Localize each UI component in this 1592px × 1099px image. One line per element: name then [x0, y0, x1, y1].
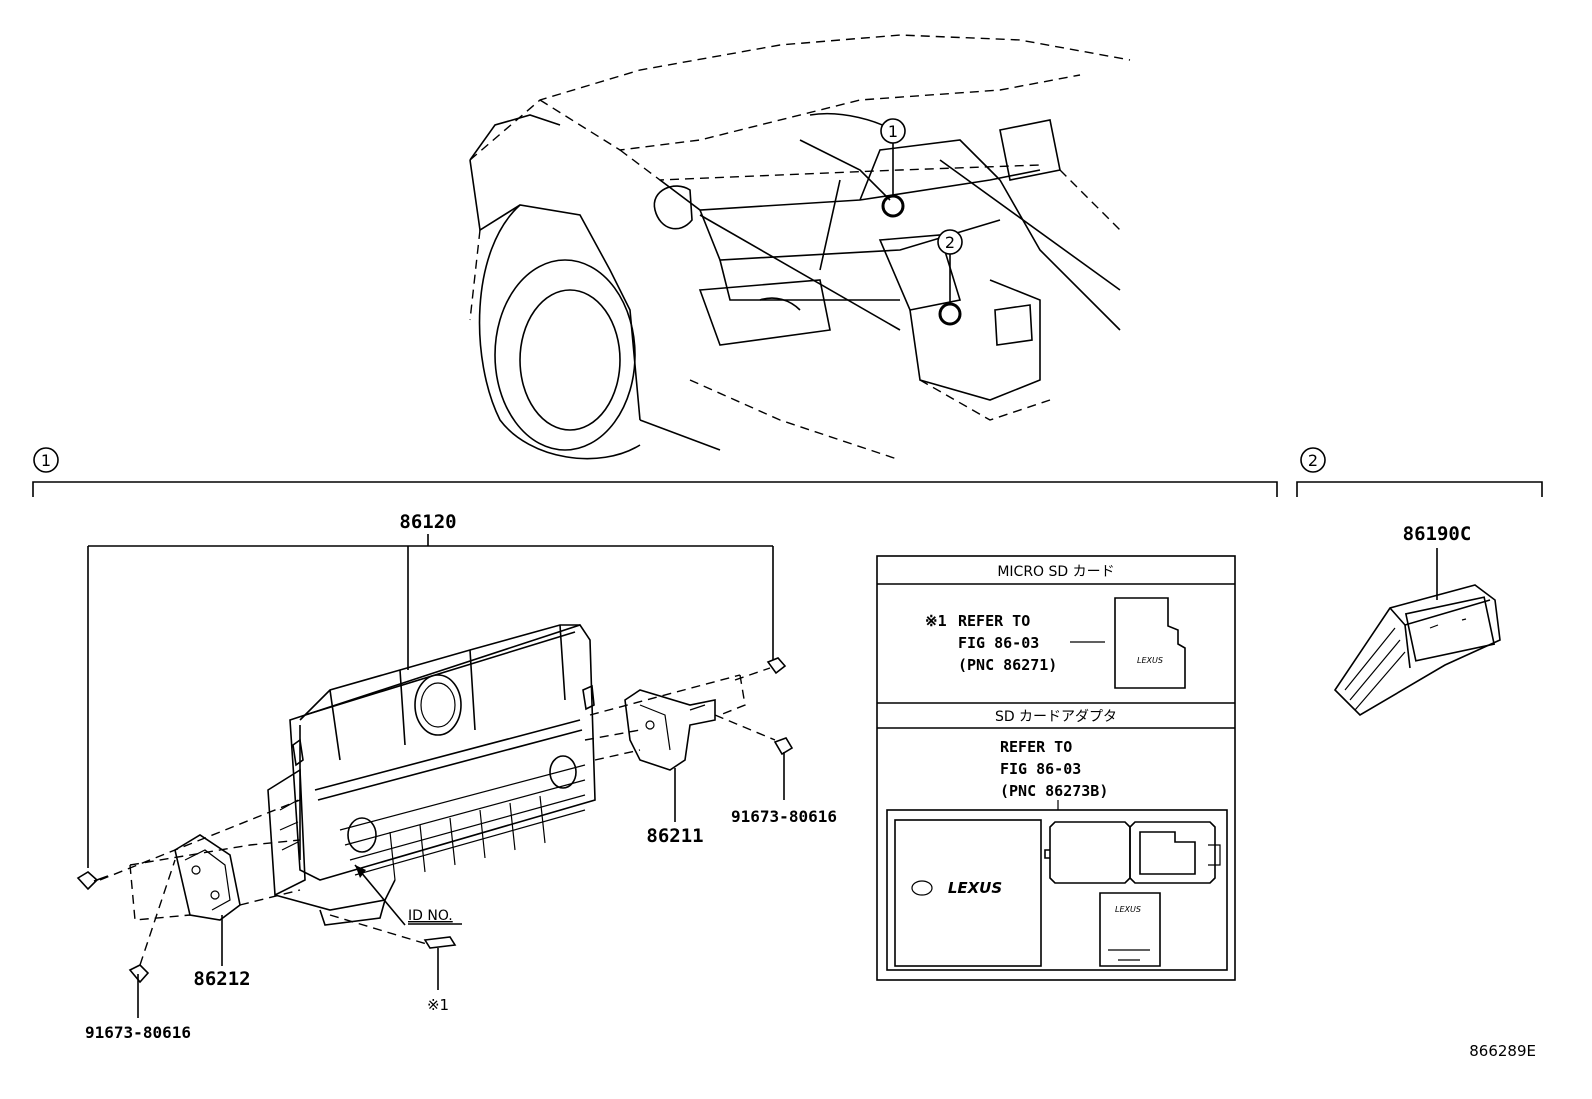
micro-sd-ref-line2: FIG 86-03 — [958, 634, 1039, 652]
lexus-package-icon — [894, 819, 1042, 967]
section-1-label: 1 — [41, 451, 51, 470]
id-no-label: ID NO. — [408, 908, 453, 924]
diagram-id: 866289E — [1469, 1042, 1536, 1060]
screw-lower-left-illustration — [128, 964, 150, 1018]
sd-adapter-title: SD カードアダプタ — [995, 709, 1117, 725]
screw-left-illustration — [76, 871, 109, 891]
vehicle-interior-illustration — [469, 34, 1131, 461]
section-2-label: 2 — [1308, 451, 1318, 470]
assembly-dashed-lines — [99, 667, 776, 966]
micro-sd-card-icon — [1114, 597, 1186, 689]
screw-right-illustration — [773, 737, 794, 800]
case-right-icon — [1129, 821, 1216, 884]
head-unit-illustration — [267, 624, 596, 926]
sd-adapter-ref-line1: REFER TO — [1000, 738, 1072, 756]
sd-adapter-ref-line2: FIG 86-03 — [1000, 760, 1081, 778]
part-number-86190C: 86190C — [1403, 523, 1472, 545]
section-2-bracket: 2 — [1296, 447, 1543, 497]
screw-upper-right-illustration — [766, 657, 787, 675]
micro-sd-card-logo: LEXUS — [1137, 656, 1163, 665]
location-callout-2-label: 2 — [945, 233, 955, 252]
part-number-86212: 86212 — [193, 968, 250, 990]
case-left-icon — [1049, 821, 1131, 884]
micro-sd-ref-mark: ※1 — [925, 612, 947, 630]
lexus-package-logo: LEXUS — [948, 879, 1002, 897]
bracket-86212-illustration — [174, 834, 241, 921]
connector-86190C-illustration — [1333, 584, 1501, 717]
location-callout-1-label: 1 — [888, 122, 898, 141]
part-number-91673-80616-left: 91673-80616 — [85, 1023, 191, 1042]
sd-card-reference-box: MICRO SD カード ※1 REFER TO FIG 86-03 (PNC … — [876, 555, 1236, 981]
micro-sd-title: MICRO SD カード — [997, 564, 1114, 580]
part-number-86211: 86211 — [646, 825, 703, 847]
micro-sd-ref-line1: REFER TO — [958, 612, 1030, 630]
location-callout-2: 2 — [937, 229, 963, 326]
id-ref-mark: ※1 — [427, 996, 449, 1014]
section-1-bracket: 1 — [32, 447, 1278, 497]
id-label-callout: ID NO. ※1 — [329, 864, 462, 1014]
location-callout-1: 1 — [880, 118, 906, 218]
part-number-86120: 86120 — [399, 511, 456, 533]
sd-adapter-card-logo: LEXUS — [1115, 905, 1141, 914]
sd-adapter-ref-line3: (PNC 86273B) — [1000, 782, 1108, 800]
micro-sd-ref-line3: (PNC 86271) — [958, 656, 1057, 674]
part-number-91673-80616-right: 91673-80616 — [731, 807, 837, 826]
sd-adapter-card-icon — [1099, 892, 1161, 967]
bracket-86211-illustration — [624, 689, 716, 771]
